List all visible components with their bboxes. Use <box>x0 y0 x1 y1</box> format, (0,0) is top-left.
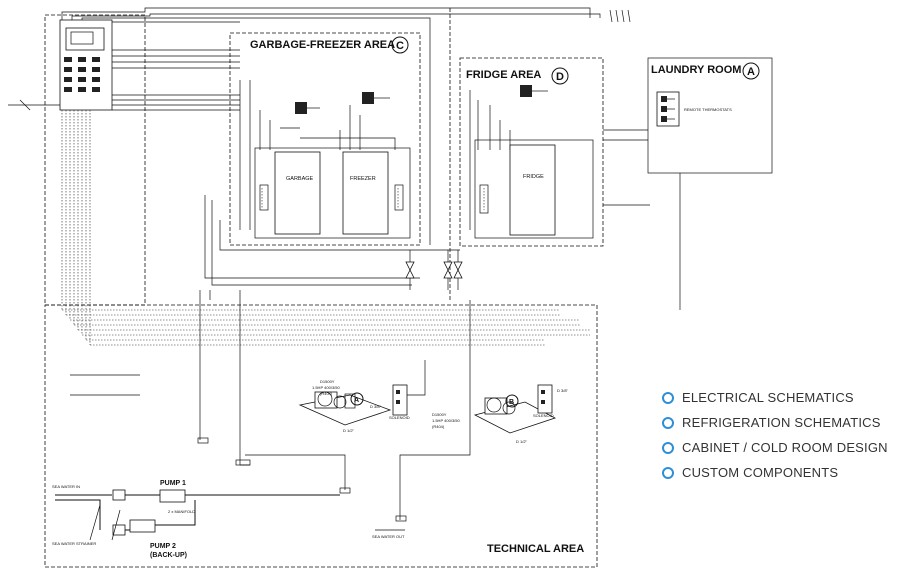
legend-item-electrical-schematics[interactable]: ELECTRICAL SCHEMATICS <box>662 385 897 410</box>
sea-water-in-label: SEA WATER IN <box>52 484 80 489</box>
legend-label: ELECTRICAL SCHEMATICS <box>682 390 854 405</box>
legend-circle-icon <box>662 441 674 454</box>
control-panel <box>8 14 240 345</box>
fridge-area-letter: D <box>556 71 564 83</box>
fridge-area-title: FRIDGE AREA <box>466 69 541 81</box>
legend-item-custom-components[interactable]: CUSTOM COMPONENTS <box>662 460 897 485</box>
laundry-room-title: LAUNDRY ROOM <box>651 64 741 76</box>
legend-circle-icon <box>662 416 674 429</box>
laundry-room-area: LAUNDRY ROOM A REMOTE THERMOSTATS <box>647 57 773 310</box>
cabinet-fridge-label: FRIDGE <box>523 174 544 180</box>
garbage-freezer-letter: C <box>396 40 404 52</box>
cabinet-garbage-label: GARBAGE <box>286 176 314 182</box>
legend-item-cabinet-cold-room-design[interactable]: CABINET / COLD ROOM DESIGN <box>662 435 897 460</box>
evaporator-fridge <box>520 85 532 97</box>
unit-a-suction: D 1/2" <box>343 428 355 433</box>
cabinet-freezer-label: FREEZER <box>350 176 376 182</box>
solenoid-b-label: SOLENOID <box>533 413 554 418</box>
garbage-freezer-area: GARBAGE-FREEZER AREA C GARBAGE FREEZER <box>229 32 421 246</box>
evaporator-garbage <box>295 102 307 114</box>
condensing-unit-a: D1500Y 1.5HP 400/3/50 (R404) A D 1/2" D … <box>298 360 426 433</box>
manifold-label: 2 x MANIFOLD <box>168 509 195 514</box>
technical-area: TECHNICAL AREA D1500Y 1.5HP 400/3/50 (R4… <box>44 290 598 568</box>
sea-water-strainer-label: SEA WATER STRAINER <box>52 541 96 546</box>
garbage-freezer-title: GARBAGE-FREEZER AREA <box>250 39 395 51</box>
legend-circle-icon <box>662 466 674 479</box>
remote-thermostats-label: REMOTE THERMOSTATS <box>684 107 732 112</box>
sea-water-out-label: SEA WATER OUT <box>372 534 405 539</box>
unit-b-liquid: D 3/8" <box>557 388 569 393</box>
unit-b-suction: D 1/2" <box>516 439 528 444</box>
services-legend: ELECTRICAL SCHEMATICS REFRIGERATION SCHE… <box>662 385 897 485</box>
evaporator-freezer <box>362 92 374 104</box>
unit-b-model: D1500Y <box>432 412 447 417</box>
unit-a-model: D1500Y <box>320 379 335 384</box>
legend-item-refrigeration-schematics[interactable]: REFRIGERATION SCHEMATICS <box>662 410 897 435</box>
interconnect-piping <box>199 195 463 440</box>
top-wiring-bus <box>61 7 631 300</box>
legend-circle-icon <box>662 391 674 404</box>
unit-a-power: 1.5HP 400/3/50 <box>312 385 341 390</box>
cabinet-garbage <box>274 151 321 235</box>
solenoid-a-label: SOLENOID <box>389 415 410 420</box>
legend-label: CABINET / COLD ROOM DESIGN <box>682 440 888 455</box>
legend-label: CUSTOM COMPONENTS <box>682 465 839 480</box>
cabinet-fridge <box>509 144 556 236</box>
unit-b-gas: (R404) <box>432 424 445 429</box>
condensing-unit-b: D1500Y 1.5HP 400/3/50 (R404) B D 1/2" D … <box>432 384 569 444</box>
unit-b-letter: B <box>509 399 514 406</box>
legend-label: REFRIGERATION SCHEMATICS <box>682 415 881 430</box>
fridge-area: FRIDGE AREA D FRIDGE <box>459 57 650 247</box>
unit-a-letter: A <box>354 397 359 404</box>
unit-a-gas: (R404) <box>320 391 333 396</box>
laundry-room-letter: A <box>747 66 755 78</box>
unit-b-power: 1.5HP 400/3/50 <box>432 418 461 423</box>
technical-area-title: TECHNICAL AREA <box>487 543 584 555</box>
unit-a-liquid: D 3/8" <box>370 404 382 409</box>
pump2-backup-label: (BACK-UP) <box>150 552 187 559</box>
sea-water-pumps: PUMP 1 2 x MANIFOLD PUMP 2 (BACK-UP) SEA… <box>52 480 405 559</box>
pump1-label: PUMP 1 <box>160 480 186 487</box>
cabinet-freezer <box>342 151 389 235</box>
pump2-label: PUMP 2 <box>150 543 176 550</box>
